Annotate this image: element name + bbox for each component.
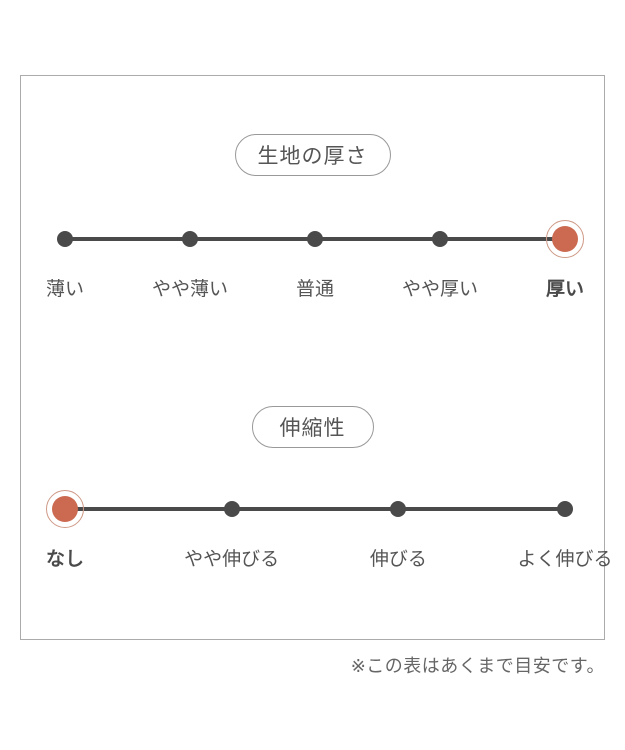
scale-label: やや薄い: [151, 278, 229, 300]
scale-dot: [57, 231, 73, 247]
scale-title: 生地の厚さ: [257, 144, 368, 168]
selected-dot: [546, 220, 584, 258]
scale-label: 伸びる: [369, 548, 427, 570]
scale-labels: なし やや伸びる 伸びる よく伸びる: [46, 544, 613, 574]
scale-title-row: 生地の厚さ: [21, 134, 604, 176]
scale-title: 伸縮性: [279, 416, 346, 440]
scale-title-row: 伸縮性: [21, 406, 604, 448]
scale-track-line: [65, 507, 565, 511]
fabric-thickness-scale: 生地の厚さ 薄い やや薄い 普通 やや厚い 厚い: [21, 134, 604, 364]
scale-dot: [223, 501, 240, 517]
scale-track: [46, 489, 573, 529]
scale-dot: [390, 501, 407, 517]
scale-dot: [182, 231, 198, 247]
scale-label: やや厚い: [401, 278, 479, 300]
scale-label: 薄い: [45, 278, 85, 300]
scale-title-pill: 生地の厚さ: [234, 134, 391, 176]
scale-dot: [307, 231, 323, 247]
disclaimer-note: ※この表はあくまで目安です。: [350, 656, 605, 677]
scale-dot: [557, 501, 573, 517]
scale-label: 普通: [295, 278, 335, 300]
scale-labels: 薄い やや薄い 普通 やや厚い 厚い: [46, 274, 584, 304]
selected-dot: [46, 490, 84, 528]
scale-label: なし: [45, 548, 85, 570]
scale-track: [57, 219, 584, 259]
scale-title-pill: 伸縮性: [251, 406, 374, 448]
scale-label: よく伸びる: [517, 548, 613, 570]
spec-panel: 生地の厚さ 薄い やや薄い 普通 やや厚い 厚い 伸縮性 なし やや伸びる 伸びる よく伸びる: [20, 75, 613, 640]
scale-dot: [432, 231, 448, 247]
scale-label: やや伸びる: [184, 548, 280, 570]
stretch-scale: 伸縮性 なし やや伸びる 伸びる よく伸びる: [21, 406, 613, 636]
scale-label: 厚い: [545, 278, 585, 300]
